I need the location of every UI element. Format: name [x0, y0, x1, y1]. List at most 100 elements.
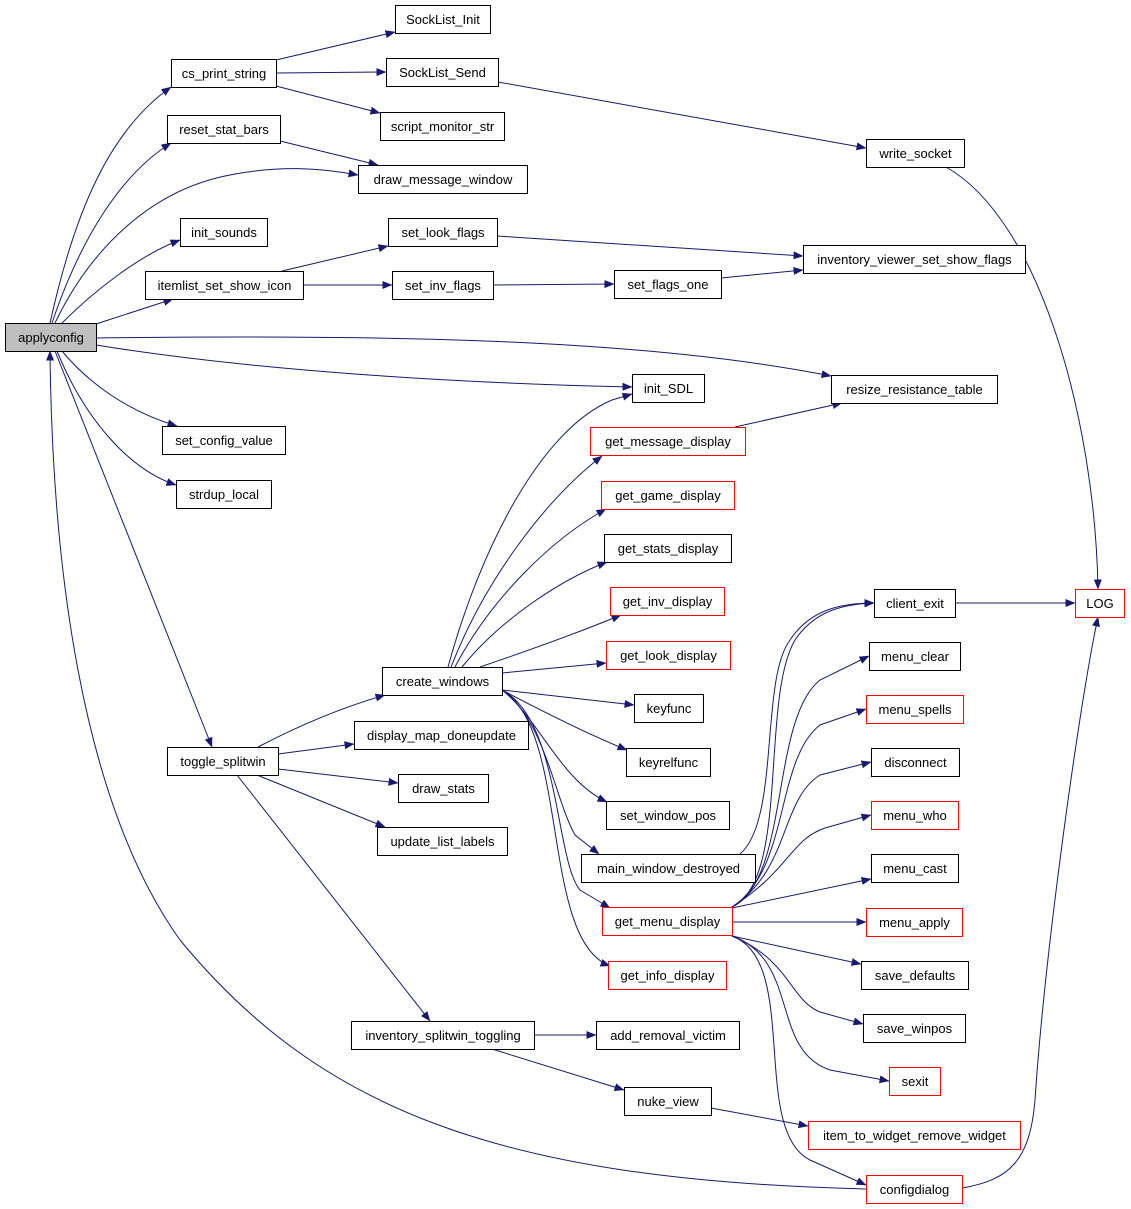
node-box-draw_message_window	[358, 165, 528, 194]
node-init_sounds[interactable]: init_sounds	[180, 218, 268, 247]
node-disconnect[interactable]: disconnect	[871, 748, 960, 777]
edge-write_socket-to-LOG	[945, 166, 1102, 590]
node-draw_stats[interactable]: draw_stats	[398, 774, 489, 803]
node-get_game_display[interactable]: get_game_display	[601, 481, 735, 510]
node-set_config_value[interactable]: set_config_value	[162, 426, 286, 455]
node-inventory_viewer_set_show_flags[interactable]: inventory_viewer_set_show_flags	[803, 245, 1026, 274]
edge-cs_print_string-to-SockList_Init	[275, 30, 396, 61]
edge-nuke_view-to-item_to_widget_remove_widget	[710, 1107, 809, 1129]
node-get_stats_display[interactable]: get_stats_display	[604, 534, 732, 563]
node-box-menu_cast	[871, 854, 959, 883]
node-label-cs_print_string: cs_print_string	[182, 66, 267, 81]
node-SockList_Send[interactable]: SockList_Send	[386, 58, 499, 87]
node-configdialog[interactable]: configdialog	[866, 1175, 963, 1204]
node-box-update_list_labels	[377, 827, 508, 856]
node-box-add_removal_victim	[596, 1021, 740, 1050]
node-LOG[interactable]: LOG	[1075, 589, 1125, 618]
node-label-resize_resistance_table: resize_resistance_table	[846, 382, 983, 397]
node-applyconfig[interactable]: applyconfig	[5, 323, 97, 352]
node-save_defaults[interactable]: save_defaults	[861, 961, 969, 990]
node-label-update_list_labels: update_list_labels	[390, 834, 495, 849]
node-label-configdialog: configdialog	[880, 1182, 949, 1197]
node-nuke_view[interactable]: nuke_view	[624, 1087, 712, 1116]
node-box-applyconfig	[5, 323, 97, 352]
edge-toggle_splitwin-to-inventory_splitwin_toggling	[236, 774, 431, 1022]
node-label-set_window_pos: set_window_pos	[620, 808, 717, 823]
node-update_list_labels[interactable]: update_list_labels	[377, 827, 508, 856]
node-write_socket[interactable]: write_socket	[866, 139, 965, 168]
node-box-draw_stats	[398, 774, 489, 803]
node-menu_clear[interactable]: menu_clear	[869, 642, 961, 671]
node-menu_apply[interactable]: menu_apply	[866, 908, 963, 937]
edges-layer	[46, 30, 1102, 1190]
node-get_menu_display[interactable]: get_menu_display	[602, 907, 733, 936]
node-box-inventory_splitwin_toggling	[351, 1021, 535, 1050]
node-SockList_Init[interactable]: SockList_Init	[395, 5, 491, 34]
node-label-nuke_view: nuke_view	[637, 1094, 699, 1109]
node-keyfunc[interactable]: keyfunc	[634, 694, 704, 723]
node-init_SDL[interactable]: init_SDL	[632, 374, 705, 403]
node-set_look_flags[interactable]: set_look_flags	[388, 218, 498, 247]
node-get_look_display[interactable]: get_look_display	[606, 641, 731, 670]
edge-applyconfig-to-resize_resistance_table	[95, 336, 832, 379]
node-set_inv_flags[interactable]: set_inv_flags	[392, 271, 494, 300]
node-menu_who[interactable]: menu_who	[871, 801, 959, 830]
node-box-disconnect	[871, 748, 960, 777]
node-label-item_to_widget_remove_widget: item_to_widget_remove_widget	[823, 1128, 1006, 1143]
node-main_window_destroyed[interactable]: main_window_destroyed	[581, 854, 756, 883]
node-box-get_message_display	[590, 427, 746, 456]
node-box-set_inv_flags	[392, 271, 494, 300]
node-label-SockList_Send: SockList_Send	[399, 65, 486, 80]
edge-applyconfig-to-init_SDL	[95, 344, 633, 391]
nodes-layer: applyconfig cs_print_string SockList_InitS…	[5, 5, 1125, 1204]
node-create_windows[interactable]: create_windows	[382, 667, 503, 696]
node-label-inventory_viewer_set_show_flags: inventory_viewer_set_show_flags	[817, 252, 1012, 267]
node-label-itemlist_set_show_icon: itemlist_set_show_icon	[158, 278, 292, 293]
node-itemlist_set_show_icon[interactable]: itemlist_set_show_icon	[145, 271, 304, 300]
edge-configdialog-to-LOG	[961, 616, 1100, 1189]
node-label-toggle_splitwin: toggle_splitwin	[180, 754, 265, 769]
node-label-init_SDL: init_SDL	[644, 381, 693, 396]
edge-cs_print_string-to-script_monitor_str	[275, 85, 381, 115]
node-resize_resistance_table[interactable]: resize_resistance_table	[831, 375, 998, 404]
node-get_info_display[interactable]: get_info_display	[608, 961, 727, 990]
node-label-write_socket: write_socket	[878, 146, 952, 161]
node-box-reset_stat_bars	[167, 115, 281, 144]
node-box-SockList_Send	[386, 58, 499, 87]
node-strdup_local[interactable]: strdup_local	[176, 480, 272, 509]
node-cs_print_string[interactable]: cs_print_string	[171, 59, 277, 88]
edge-get_menu_display-to-client_exit	[731, 599, 875, 908]
edge-applyconfig-to-strdup_local	[56, 350, 177, 486]
edge-configdialog-to-applyconfig	[46, 350, 867, 1190]
node-box-itemlist_set_show_icon	[145, 271, 304, 300]
node-label-get_menu_display: get_menu_display	[615, 914, 721, 929]
node-keyrelfunc[interactable]: keyrelfunc	[626, 748, 711, 777]
edge-create_windows-to-get_stats_display	[461, 561, 608, 668]
node-display_map_doneupdate[interactable]: display_map_doneupdate	[354, 721, 529, 750]
node-label-set_inv_flags: set_inv_flags	[405, 278, 481, 293]
node-box-init_sounds	[180, 218, 268, 247]
node-box-sexit	[889, 1067, 941, 1096]
node-get_inv_display[interactable]: get_inv_display	[610, 587, 725, 616]
node-set_flags_one[interactable]: set_flags_one	[614, 270, 722, 299]
node-reset_stat_bars[interactable]: reset_stat_bars	[167, 115, 281, 144]
edge-inventory_splitwin_toggling-to-nuke_view	[491, 1048, 625, 1092]
node-menu_cast[interactable]: menu_cast	[871, 854, 959, 883]
node-add_removal_victim[interactable]: add_removal_victim	[596, 1021, 740, 1050]
node-set_window_pos[interactable]: set_window_pos	[606, 801, 730, 830]
edge-get_menu_display-to-save_winpos	[731, 935, 864, 1026]
node-get_message_display[interactable]: get_message_display	[590, 427, 746, 456]
node-label-save_winpos: save_winpos	[877, 1021, 953, 1036]
node-label-get_look_display: get_look_display	[620, 648, 717, 663]
node-script_monitor_str[interactable]: script_monitor_str	[380, 112, 505, 141]
node-sexit[interactable]: sexit	[889, 1067, 941, 1096]
node-item_to_widget_remove_widget[interactable]: item_to_widget_remove_widget	[808, 1121, 1021, 1150]
node-toggle_splitwin[interactable]: toggle_splitwin	[167, 747, 279, 776]
node-inventory_splitwin_toggling[interactable]: inventory_splitwin_toggling	[351, 1021, 535, 1050]
node-draw_message_window[interactable]: draw_message_window	[358, 165, 528, 194]
edge-set_inv_flags-to-set_flags_one	[492, 280, 615, 289]
node-client_exit[interactable]: client_exit	[874, 589, 956, 618]
node-save_winpos[interactable]: save_winpos	[863, 1014, 966, 1043]
node-menu_spells[interactable]: menu_spells	[866, 695, 964, 724]
edge-create_windows-to-keyfunc	[501, 689, 635, 708]
